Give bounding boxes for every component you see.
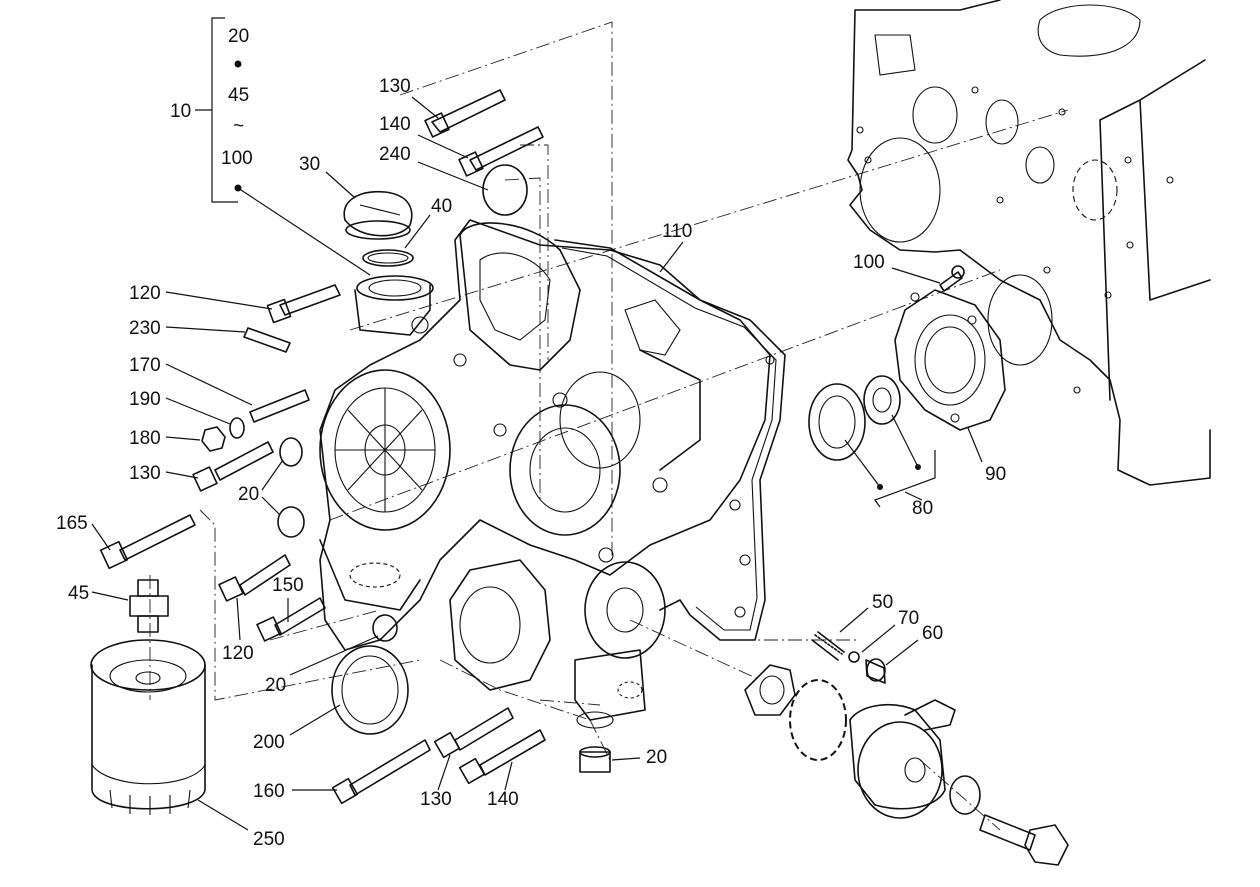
- callout-100: 100: [853, 252, 885, 273]
- callout-140-top: 140: [379, 114, 411, 135]
- timing-gear-case: [319, 219, 771, 651]
- callout-200: 200: [253, 732, 285, 753]
- callout-150: 150: [272, 575, 304, 596]
- threaded-nipple-45: [129, 579, 169, 633]
- callout-80: 80: [912, 498, 933, 519]
- callout-45: 45: [68, 583, 89, 604]
- callout-230: 230: [129, 318, 161, 339]
- callout-180: 180: [129, 428, 161, 449]
- callout-120-left: 120: [129, 283, 161, 304]
- callout-20-mid: 20: [238, 484, 259, 505]
- oil-filler-cap: [343, 190, 434, 336]
- callout-140-bottom: 140: [487, 789, 519, 810]
- callout-110: 110: [662, 221, 692, 242]
- callout-160: 160: [253, 781, 285, 802]
- callout-250: 250: [253, 829, 285, 850]
- callout-190: 190: [129, 389, 161, 410]
- relief-valve-parts: [811, 631, 886, 684]
- pump-cover-90: [894, 289, 1006, 431]
- assembly-center-lines: [149, 21, 1069, 831]
- oil-seal-200: [331, 645, 409, 735]
- callout-165: 165: [56, 513, 88, 534]
- callout-range-mark: ~: [233, 116, 244, 137]
- group-80-bracket: [844, 414, 936, 508]
- callout-240: 240: [379, 144, 411, 165]
- callout-130-mid: 130: [129, 463, 161, 484]
- callout-10: 10: [170, 101, 191, 122]
- oil-pump-rotors: [808, 375, 901, 461]
- callout-20-bottom: 20: [646, 747, 667, 768]
- plugs-20: [277, 437, 611, 773]
- callout-130-bottom: 130: [420, 789, 452, 810]
- oil-cooler: [744, 664, 1069, 866]
- callout-20-bracket-top: 20: [228, 26, 249, 47]
- engine-block: [847, 0, 1211, 486]
- oil-pump-housing: [319, 539, 666, 729]
- callout-70: 70: [898, 608, 919, 629]
- callout-130-top: 130: [379, 76, 411, 97]
- bolts: [99, 89, 965, 805]
- callout-40: 40: [431, 196, 452, 217]
- callout-60: 60: [922, 623, 943, 644]
- callout-120-low: 120: [222, 643, 254, 664]
- bracket-dot-top: [234, 60, 242, 68]
- callout-30: 30: [299, 154, 320, 175]
- callout-labels: 20 45 ~ 100 10 130 140 240 30 40 110 100…: [56, 26, 1006, 850]
- callout-100-bracket: 100: [221, 148, 253, 169]
- oil-filter-250: [90, 639, 206, 815]
- callout-20-low: 20: [265, 675, 286, 696]
- callout-90: 90: [985, 464, 1006, 485]
- callout-45-bracket: 45: [228, 85, 249, 106]
- callout-170: 170: [129, 355, 161, 376]
- callout-50: 50: [872, 592, 893, 613]
- gasket-110: [554, 239, 786, 641]
- leader-lines: [91, 96, 983, 831]
